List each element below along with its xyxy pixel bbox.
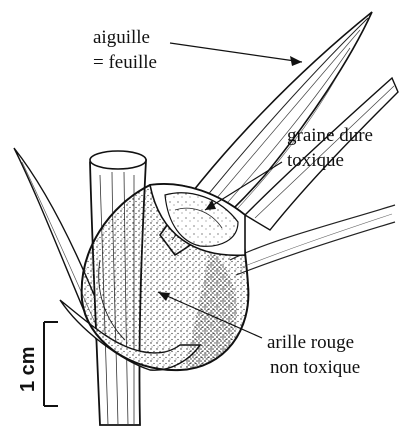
aril-label-line1: arille rouge	[267, 332, 354, 353]
needle-arrowhead	[290, 56, 302, 66]
needle-leader-line	[170, 43, 302, 62]
label-needle: aiguille = feuille	[93, 27, 302, 73]
seed-label-line1: graine dure	[287, 125, 373, 146]
scale-bar: 1 cm	[17, 322, 58, 406]
aril-label-line2: non toxique	[270, 357, 360, 378]
needle-label-line1: aiguille	[93, 27, 150, 48]
seed-label-line2: toxique	[287, 150, 344, 171]
scale-label: 1 cm	[17, 346, 39, 392]
needle-label-line2: = feuille	[93, 52, 157, 73]
